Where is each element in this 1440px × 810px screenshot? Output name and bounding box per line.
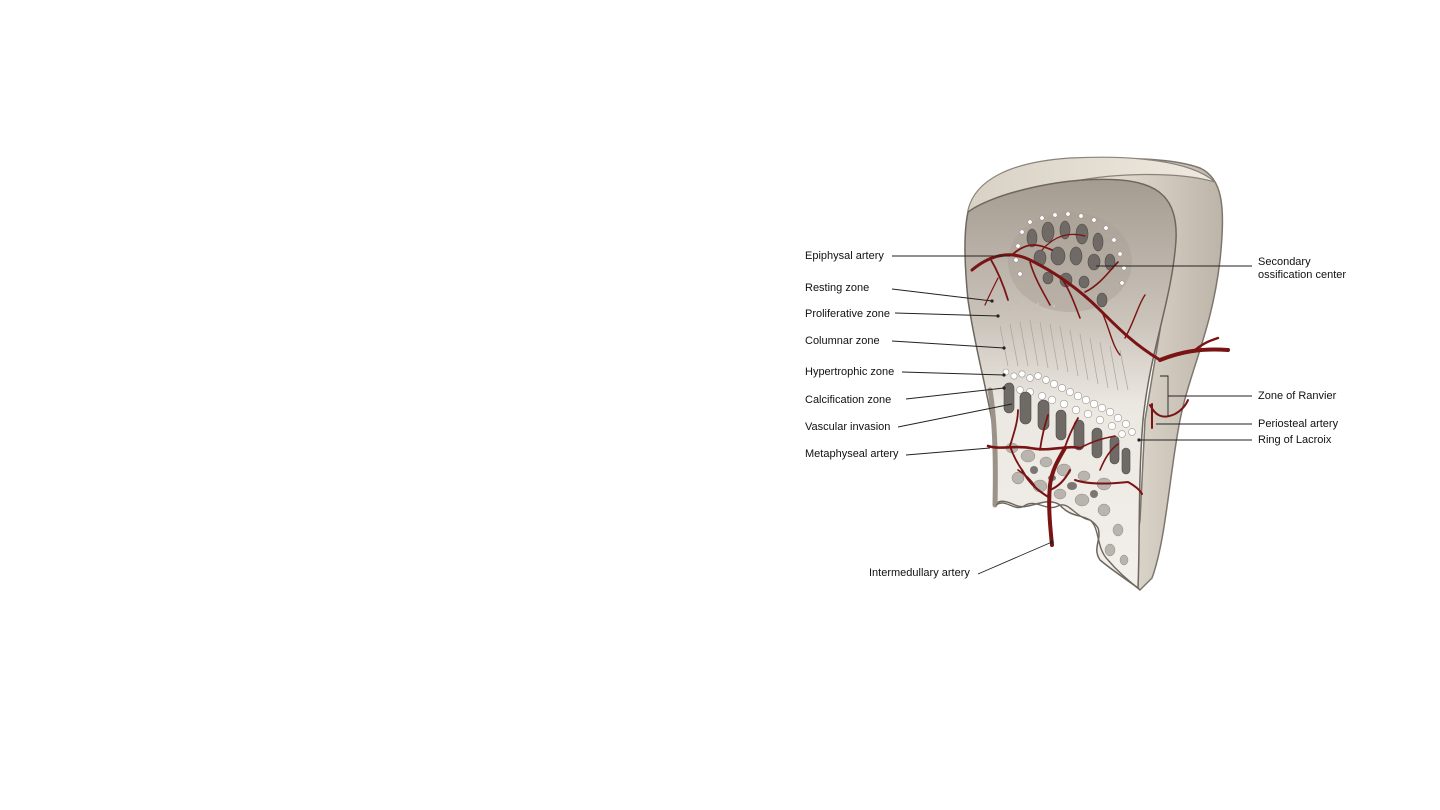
label-zone-of-ranvier: Zone of Ranvier xyxy=(1258,390,1337,402)
arteries xyxy=(970,233,1230,547)
metaphysis-trabecular-bone xyxy=(1003,382,1131,566)
label-resting-zone: Resting zone xyxy=(805,282,869,294)
label-epiphysal-artery: Epiphysal artery xyxy=(805,250,884,262)
periosteal-artery-vessel xyxy=(1158,347,1230,362)
bone-bottom-edge xyxy=(995,502,1141,591)
label-columnar-zone: Columnar zone xyxy=(805,335,880,347)
label-calcification-zone: Calcification zone xyxy=(805,394,891,406)
periosteum-left xyxy=(987,387,998,508)
intermedullary-artery-vessel xyxy=(1047,446,1067,547)
growth-plate xyxy=(988,296,1136,438)
secondary-ossification-center xyxy=(1008,211,1132,312)
leader-lines xyxy=(891,255,1252,575)
label-periosteal-artery: Periosteal artery xyxy=(1258,418,1339,430)
label-metaphyseal-artery: Metaphyseal artery xyxy=(805,448,899,460)
label-intermedullary-artery: Intermedullary artery xyxy=(869,567,970,579)
labels: Epiphysal artery Resting zone Proliferat… xyxy=(805,250,1346,579)
label-vascular-invasion: Vascular invasion xyxy=(805,421,890,433)
label-hypertrophic-zone: Hypertrophic zone xyxy=(805,366,894,378)
label-ring-of-lacroix: Ring of Lacroix xyxy=(1258,434,1332,446)
label-secondary-ossification-line1: Secondary xyxy=(1258,256,1311,268)
label-secondary-ossification-line2: ossification center xyxy=(1258,269,1346,281)
label-proliferative-zone: Proliferative zone xyxy=(805,308,890,320)
